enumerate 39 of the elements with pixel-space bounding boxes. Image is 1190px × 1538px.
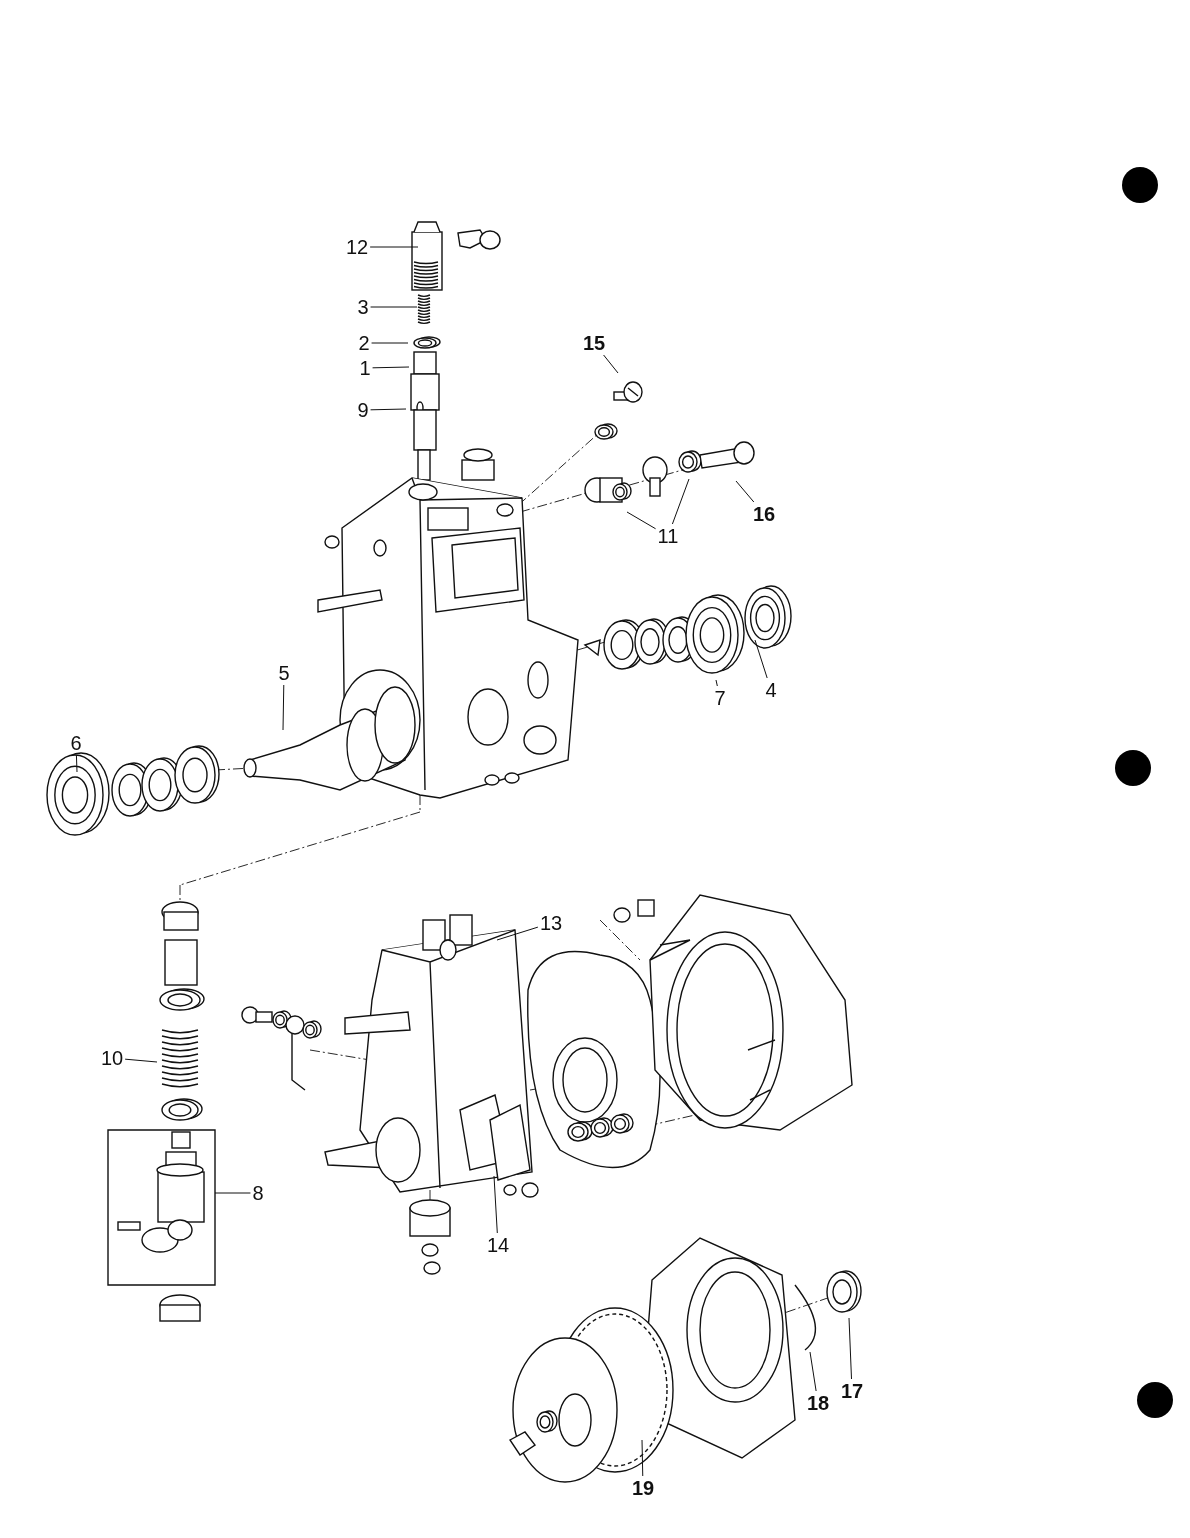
leader-line	[848, 1317, 852, 1380]
leader-line	[735, 480, 755, 503]
leader-line	[371, 342, 409, 344]
callout-number: 18	[805, 1392, 831, 1414]
leader-line	[282, 684, 285, 731]
callout-number: 6	[69, 732, 83, 754]
callout-number: 16	[751, 503, 777, 525]
leader-line	[370, 306, 418, 308]
leader-line	[641, 1439, 644, 1477]
leader-line	[214, 1192, 251, 1194]
callout-number: 3	[356, 296, 370, 318]
callout-number: 9	[356, 399, 370, 421]
callout-number: 10	[99, 1047, 125, 1069]
callout-number: 12	[344, 236, 370, 258]
callout-number: 17	[839, 1380, 865, 1402]
callout-number: 1	[358, 357, 372, 379]
callout-number: 14	[485, 1234, 511, 1256]
leader-line	[370, 408, 407, 411]
callout-number: 8	[251, 1182, 265, 1204]
leader-line	[809, 1351, 817, 1392]
leader-line	[626, 511, 657, 530]
leader-line	[671, 478, 690, 525]
callout-number: 4	[764, 679, 778, 701]
callout-number: 19	[630, 1477, 656, 1499]
leader-line	[372, 366, 410, 369]
callout-number: 2	[357, 332, 371, 354]
callout-number: 7	[713, 687, 727, 709]
callout-number: 5	[277, 662, 291, 684]
leader-line	[124, 1058, 158, 1063]
leader-line	[496, 926, 539, 941]
callout-number: 15	[581, 332, 607, 354]
leader-line	[75, 754, 78, 773]
leader-line	[715, 679, 718, 687]
leader-line	[603, 354, 619, 374]
leader-line	[754, 639, 768, 679]
callout-number: 13	[538, 912, 564, 934]
leader-line	[493, 1175, 498, 1234]
leader-line	[369, 246, 419, 248]
callout-number: 11	[656, 525, 680, 547]
